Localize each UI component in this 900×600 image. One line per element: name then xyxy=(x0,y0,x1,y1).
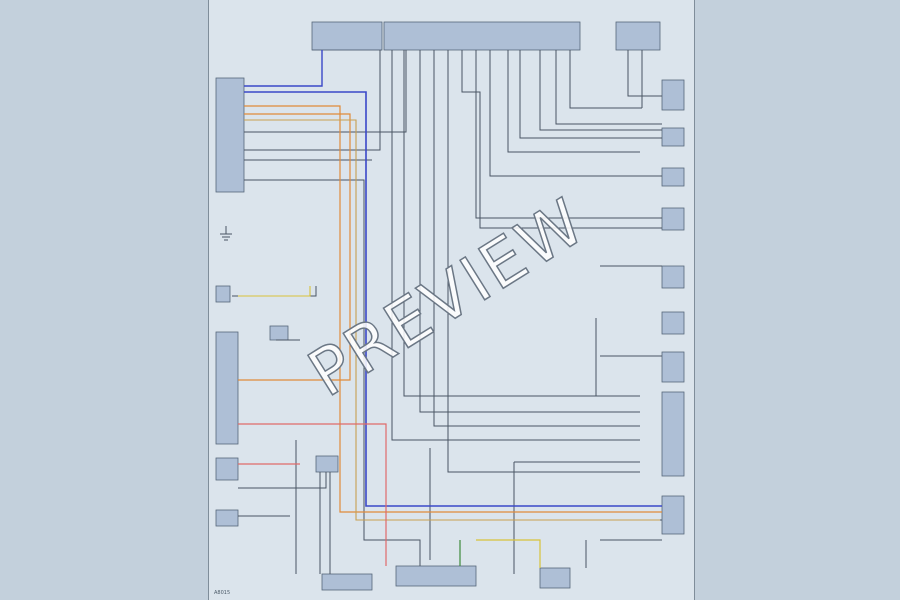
connector-left-small-1 xyxy=(215,285,231,303)
schematic-sheet xyxy=(208,0,695,600)
wire-blue xyxy=(244,91,662,507)
wire-pink xyxy=(238,423,387,566)
connector-right-stack xyxy=(661,79,685,535)
connector-left-main xyxy=(215,77,245,193)
wire-orange-1 xyxy=(244,105,662,513)
connector-left-small-2 xyxy=(215,457,239,481)
ground-icon xyxy=(220,226,232,241)
wire-tan xyxy=(244,119,660,521)
connector-top-center xyxy=(383,21,581,51)
wire-orange-2 xyxy=(238,113,351,381)
connector-left-small-3 xyxy=(215,509,239,527)
connector-top-right xyxy=(615,21,661,51)
wires-dark xyxy=(232,50,662,574)
wire-yellow-bottom xyxy=(476,539,541,568)
connector-bottom xyxy=(269,325,571,591)
connector-left-middle xyxy=(215,331,239,445)
wire-yellow-left xyxy=(238,286,311,297)
connector-top-left xyxy=(311,21,383,51)
footer-code: A8015 xyxy=(214,590,231,596)
wire-blue-short xyxy=(244,50,323,87)
